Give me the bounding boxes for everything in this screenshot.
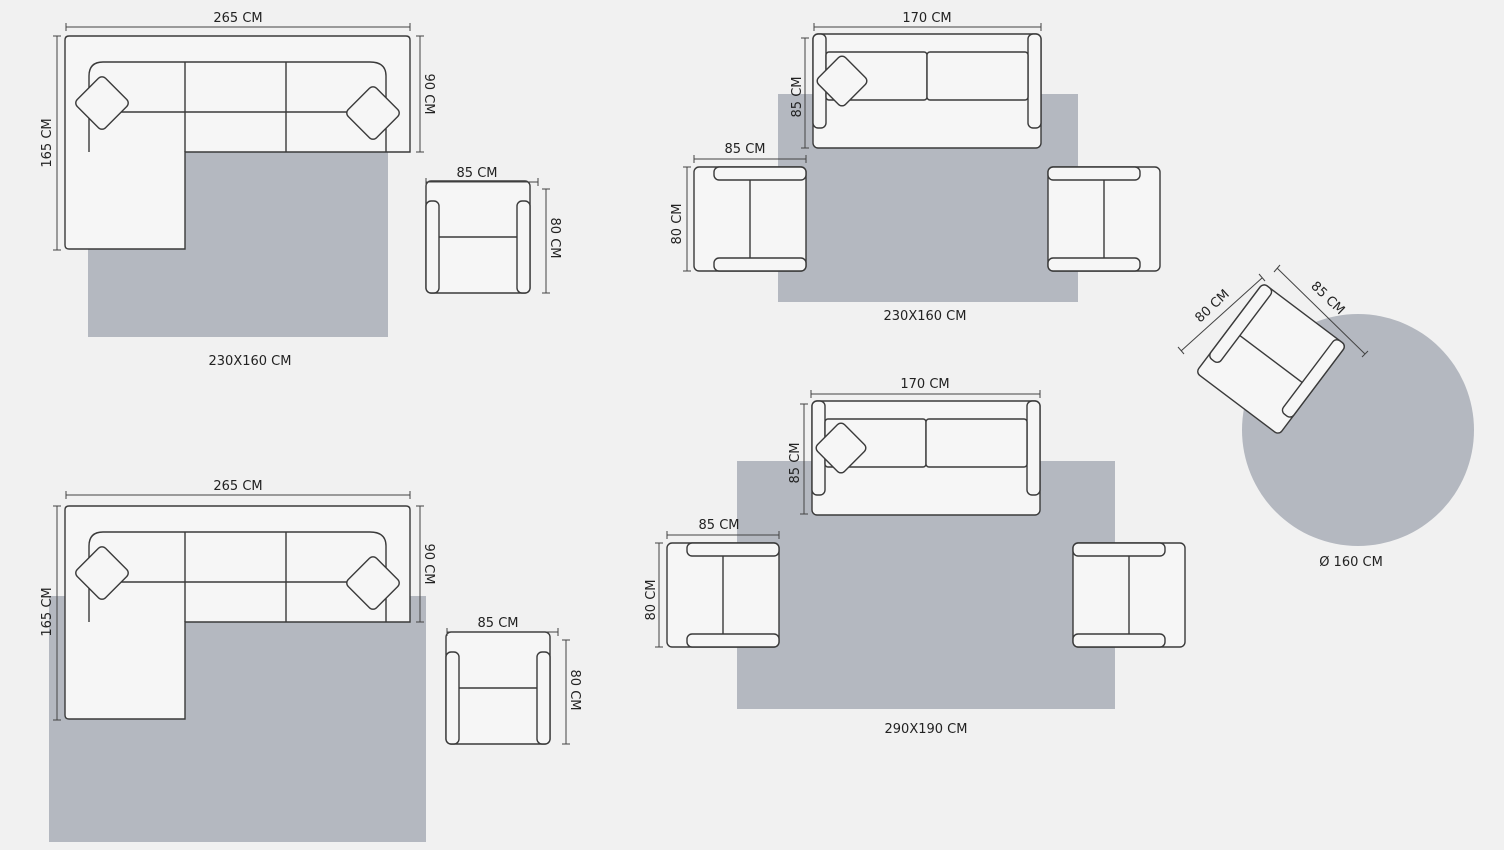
svg-text:85 CM: 85 CM — [790, 77, 805, 118]
svg-text:85 CM: 85 CM — [457, 166, 498, 181]
svg-text:80 CM: 80 CM — [567, 670, 582, 711]
svg-text:85 CM: 85 CM — [788, 443, 803, 484]
svg-text:165 CM: 165 CM — [40, 587, 55, 636]
rug-size-label: 230X160 CM — [884, 309, 967, 324]
dimension-chair-width: 85 CM — [425, 166, 539, 186]
dimension-chair-width: 85 CM — [666, 518, 780, 539]
svg-text:265 CM: 265 CM — [213, 11, 262, 26]
dimension-chair-depth: 80 CM — [670, 166, 691, 272]
rug-size-label: Ø 160 CM — [1319, 555, 1383, 570]
armchair-left — [693, 166, 807, 272]
svg-text:170 CM: 170 CM — [902, 11, 951, 26]
rug-size-label: 290X190 CM — [885, 722, 968, 737]
dimension-sofa-depth: 90 CM — [416, 505, 436, 623]
dimension-chair-depth: 80 CM — [562, 639, 582, 745]
layout-corner-sofa-large-rug: 265 CM 90 CM 165 CM 85 CM 80 CM — [40, 479, 582, 842]
dimension-sofa-depth: 85 CM — [790, 37, 809, 149]
two-seat-sofa — [812, 33, 1042, 149]
rug-size-label: 230X160 CM — [209, 354, 292, 369]
layout-corner-sofa-small-rug: 265 CM 90 CM 165 CM 85 CM 80 CM 230X160 … — [40, 11, 562, 369]
dimension-chair-width: 85 CM — [693, 142, 807, 163]
two-seat-sofa — [811, 400, 1041, 516]
dimension-sofa-width: 265 CM — [65, 479, 411, 499]
armchair — [425, 180, 531, 294]
armchair-right — [1047, 166, 1161, 272]
armchair-right — [1072, 542, 1186, 648]
layout-round-rug-chair: 85 CM 80 CM Ø 160 CM — [1177, 264, 1474, 570]
dimension-chaise-depth: 165 CM — [40, 35, 61, 251]
dimension-sofa-depth: 90 CM — [416, 35, 436, 153]
svg-text:85 CM: 85 CM — [699, 518, 740, 533]
dimension-chair-depth: 80 CM — [542, 188, 562, 294]
armchair-left — [666, 542, 780, 648]
layout-sofa-two-chairs-large-rug: 170 CM 85 CM 85 CM 80 CM 290X190 CM — [644, 377, 1186, 737]
dimension-chair-width: 85 CM — [446, 616, 559, 636]
svg-text:85 CM: 85 CM — [478, 616, 519, 631]
svg-text:80 CM: 80 CM — [644, 580, 659, 621]
dimension-sofa-width: 170 CM — [810, 377, 1041, 398]
armchair — [445, 631, 551, 745]
svg-text:80 CM: 80 CM — [1193, 287, 1233, 326]
svg-text:265 CM: 265 CM — [213, 479, 262, 494]
svg-text:80 CM: 80 CM — [670, 204, 685, 245]
svg-text:85 CM: 85 CM — [725, 142, 766, 157]
dimension-chaise-depth: 165 CM — [40, 505, 61, 721]
dimension-sofa-depth: 85 CM — [788, 403, 808, 515]
svg-text:170 CM: 170 CM — [900, 377, 949, 392]
svg-text:90 CM: 90 CM — [421, 74, 436, 115]
dimension-sofa-width: 170 CM — [813, 11, 1042, 31]
dimension-chair-depth: 80 CM — [644, 542, 663, 648]
layout-sofa-two-chairs-small-rug: 170 CM 85 CM 85 CM 80 CM 230X160 CM — [670, 11, 1161, 324]
svg-text:90 CM: 90 CM — [421, 544, 436, 585]
svg-text:165 CM: 165 CM — [40, 118, 55, 167]
svg-text:85 CM: 85 CM — [1307, 279, 1347, 318]
dimension-sofa-width: 265 CM — [65, 11, 411, 31]
svg-text:80 CM: 80 CM — [547, 218, 562, 259]
